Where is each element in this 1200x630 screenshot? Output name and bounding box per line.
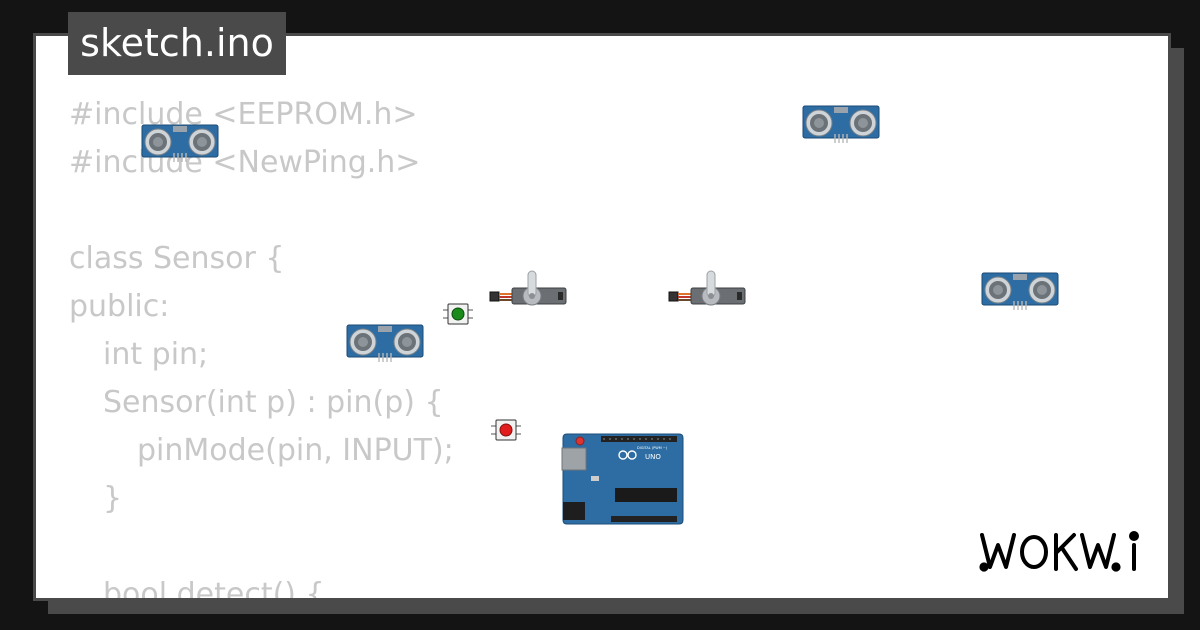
- code-line: }: [103, 481, 123, 516]
- pushbutton-green[interactable]: [443, 302, 473, 326]
- code-line: public:: [69, 289, 170, 324]
- wokwi-logo: [979, 531, 1139, 572]
- pushbutton-red[interactable]: [491, 418, 521, 442]
- diagram-canvas[interactable]: #include <EEPROM.h> #include <NewPing.h> c…: [33, 33, 1171, 601]
- code-line: [69, 523, 454, 571]
- svg-text:UNO: UNO: [645, 453, 661, 461]
- code-preview: #include <EEPROM.h> #include <NewPing.h> c…: [69, 91, 454, 601]
- code-line: [69, 187, 454, 235]
- arduino-uno-board[interactable]: DIGITAL (PWM ~) UNO: [561, 432, 685, 526]
- code-line: Sensor(int p) : pin(p) {: [103, 385, 444, 420]
- code-line: #include <NewPing.h>: [69, 145, 421, 180]
- digital-label: DIGITAL (PWM ~): [637, 446, 668, 450]
- code-line: int pin;: [103, 337, 209, 372]
- ultrasonic-sensor-2[interactable]: [802, 104, 880, 144]
- hc-sr04-icon: [141, 124, 219, 162]
- ultrasonic-sensor-4[interactable]: [981, 271, 1059, 311]
- code-line: #include <EEPROM.h>: [69, 97, 418, 132]
- code-line: bool detect() {: [103, 577, 325, 601]
- ultrasonic-sensor-1[interactable]: [141, 123, 219, 163]
- ultrasonic-sensor-3[interactable]: [346, 323, 424, 363]
- arduino-infinity-icon: [618, 450, 637, 460]
- servo-motor-2[interactable]: [667, 268, 747, 310]
- file-tab[interactable]: sketch.ino: [68, 12, 286, 75]
- servo-motor-1[interactable]: [488, 268, 568, 310]
- code-line: class Sensor {: [69, 241, 285, 276]
- code-line: pinMode(pin, INPUT);: [137, 433, 454, 468]
